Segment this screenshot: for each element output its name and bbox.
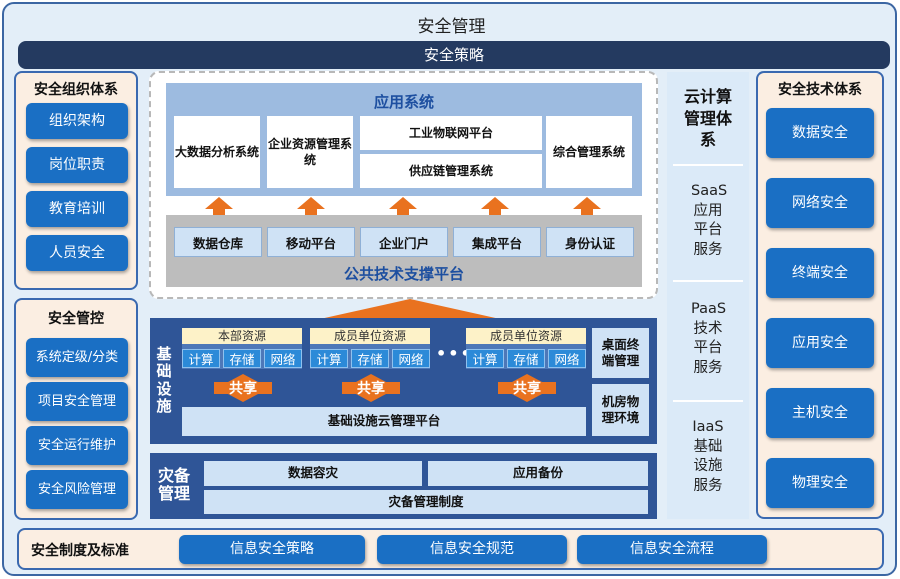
disaster-recovery-block: 灾备管理 数据容灾 应用备份 灾备管理制度 xyxy=(150,453,657,519)
cloud-title: 云计算管理体系 xyxy=(683,87,732,150)
tech-network-security: 网络安全 xyxy=(766,178,874,228)
infrastructure-label: 基础设施 xyxy=(156,345,172,415)
standards-bar: 安全制度及标准 信息安全策略 信息安全规范 信息安全流程 xyxy=(17,528,884,570)
security-org-panel: 安全组织体系 组织架构 岗位职责 教育培训 人员安全 xyxy=(14,71,138,290)
cloud-management-platform: 基础设施云管理平台 xyxy=(182,407,586,436)
separator xyxy=(673,164,743,166)
security-control-panel: 安全管控 系统定级/分类 项目安全管理 安全运行维护 安全风险管理 xyxy=(14,298,138,520)
resource-network: 网络 xyxy=(548,349,586,368)
up-arrow-icon xyxy=(297,197,325,223)
tech-data-security: 数据安全 xyxy=(766,108,874,158)
diagram-title: 安全管理 xyxy=(417,17,486,37)
app-supply-chain: 供应链管理系统 xyxy=(360,154,542,188)
standard-process: 信息安全流程 xyxy=(577,535,767,564)
disaster-management-policy: 灾备管理制度 xyxy=(204,490,648,514)
platform-identity: 身份认证 xyxy=(546,227,634,257)
share-label: 共享 xyxy=(229,381,257,397)
resource-storage: 存储 xyxy=(223,349,261,368)
application-system-title: 应用系统 xyxy=(373,93,434,111)
org-item-structure: 组织架构 xyxy=(26,103,128,139)
double-arrow-icon xyxy=(342,374,400,402)
up-arrow-icon xyxy=(573,197,601,223)
security-tech-panel: 安全技术体系 数据安全 网络安全 终端安全 应用安全 主机安全 物理安全 xyxy=(756,71,884,519)
standard-specification: 信息安全规范 xyxy=(377,535,567,564)
resource-storage: 存储 xyxy=(507,349,545,368)
double-arrow-icon xyxy=(214,374,272,402)
control-item-risk: 安全风险管理 xyxy=(26,470,128,509)
org-item-duties: 岗位职责 xyxy=(26,147,128,183)
resource-compute: 计算 xyxy=(310,349,348,368)
share-arrow: 共享 xyxy=(334,374,408,402)
double-arrow-icon xyxy=(498,374,556,402)
big-up-arrow-icon xyxy=(320,299,500,319)
control-item-operation: 安全运行维护 xyxy=(26,426,128,465)
resource-group-hq: 本部资源 计算 存储 网络 xyxy=(182,328,302,369)
separator xyxy=(673,400,743,402)
resource-network: 网络 xyxy=(392,349,430,368)
resource-storage: 存储 xyxy=(351,349,389,368)
resource-compute: 计算 xyxy=(466,349,504,368)
resource-compute: 计算 xyxy=(182,349,220,368)
standards-title: 安全制度及标准 xyxy=(31,543,129,559)
resource-group-member-2: 成员单位资源 计算 存储 网络 xyxy=(466,328,586,369)
tech-physical-security: 物理安全 xyxy=(766,458,874,508)
resource-title: 成员单位资源 xyxy=(466,328,586,344)
strategy-banner: 安全策略 xyxy=(18,41,890,69)
platform-data-warehouse: 数据仓库 xyxy=(174,227,262,257)
app-iiot: 工业物联网平台 xyxy=(360,116,542,150)
resource-group-member-1: 成员单位资源 计算 存储 网络 xyxy=(310,328,430,369)
security-tech-title: 安全技术体系 xyxy=(778,82,862,98)
public-platform-block: 数据仓库 移动平台 企业门户 集成平台 身份认证 公共技术支撑平台 xyxy=(166,215,642,287)
application-backup: 应用备份 xyxy=(428,461,648,486)
standard-policy: 信息安全策略 xyxy=(179,535,365,564)
share-label: 共享 xyxy=(357,381,385,397)
share-arrow: 共享 xyxy=(490,374,564,402)
tech-application-security: 应用安全 xyxy=(766,318,874,368)
control-item-classification: 系统定级/分类 xyxy=(26,338,128,377)
org-item-training: 教育培训 xyxy=(26,191,128,227)
desktop-terminal-management: 桌面终端管理 xyxy=(592,328,649,378)
disaster-label: 灾备管理 xyxy=(157,466,190,504)
cloud-iaas: IaaS基础设施服务 xyxy=(692,419,724,494)
tech-terminal-security: 终端安全 xyxy=(766,248,874,298)
org-item-personnel: 人员安全 xyxy=(26,235,128,271)
cloud-saas: SaaS应用平台服务 xyxy=(691,183,728,258)
resource-title: 本部资源 xyxy=(182,328,302,344)
ellipsis-dots: ••• xyxy=(436,344,473,363)
infrastructure-block: 基础设施 本部资源 计算 存储 网络 成员单位资源 计算 存储 网络 ••• 成… xyxy=(150,318,657,444)
resource-network: 网络 xyxy=(264,349,302,368)
share-label: 共享 xyxy=(513,381,541,397)
cloud-management-column: 云计算管理体系 SaaS应用平台服务 PaaS技术平台服务 IaaS基础设施服务 xyxy=(667,72,749,519)
machine-room-environment: 机房物理环境 xyxy=(592,384,649,436)
security-control-title: 安全管控 xyxy=(48,311,104,327)
tech-host-security: 主机安全 xyxy=(766,388,874,438)
security-org-title: 安全组织体系 xyxy=(34,82,118,98)
data-disaster-recovery: 数据容灾 xyxy=(204,461,422,486)
app-erp: 企业资源管理系统 xyxy=(267,116,353,188)
platform-portal: 企业门户 xyxy=(360,227,448,257)
app-bigdata: 大数据分析系统 xyxy=(174,116,260,188)
application-system-block: 应用系统 大数据分析系统 企业资源管理系统 工业物联网平台 供应链管理系统 综合… xyxy=(166,83,642,196)
app-integrated: 综合管理系统 xyxy=(546,116,632,188)
cloud-paas: PaaS技术平台服务 xyxy=(691,301,727,376)
up-arrow-icon xyxy=(481,197,509,223)
separator xyxy=(673,280,743,282)
control-item-project: 项目安全管理 xyxy=(26,382,128,421)
up-arrow-icon xyxy=(205,197,233,223)
platform-integration: 集成平台 xyxy=(453,227,541,257)
resource-title: 成员单位资源 xyxy=(310,328,430,344)
public-platform-title: 公共技术支撑平台 xyxy=(343,265,464,283)
up-arrow-icon xyxy=(389,197,417,223)
platform-mobile: 移动平台 xyxy=(267,227,355,257)
share-arrow: 共享 xyxy=(206,374,280,402)
